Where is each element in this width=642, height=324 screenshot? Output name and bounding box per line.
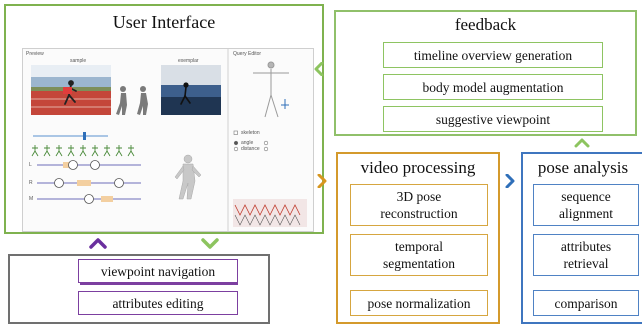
feedback-item-body-model: body model augmentation [383,74,603,100]
chevron-right-icon [505,174,515,188]
option-skeleton[interactable]: skeleton [241,130,260,136]
ghost-figures [116,86,148,115]
app-screenshot: Preview sample exemplar Query Editor [22,48,314,232]
feedback-item-viewpoint: suggestive viewpoint [383,106,603,132]
screenshot-graphics [31,49,307,231]
query-options [233,130,269,152]
user-interface-panel: User Interface Preview sample exemplar Q… [4,4,324,234]
pose-item-alignment: sequence alignment [533,184,639,226]
video-processing-panel: video processing 3D pose reconstruction … [336,152,500,324]
pose-analysis-title: pose analysis [537,158,629,177]
body-model-3d [174,154,202,200]
skeleton-heatmap [233,199,307,227]
chevron-left-icon [314,62,324,76]
user-interface-title: User Interface [112,12,216,32]
feedback-item-timeline: timeline overview generation [383,42,603,68]
sample-video-frame [31,65,111,115]
interaction-item-attributes-editing: attributes editing [78,291,238,315]
pose-item-retrieval: attributes retrieval [533,234,639,276]
query-skeleton [253,61,289,118]
chevron-down-icon [201,238,219,249]
query-editor-label: Query Editor [233,51,262,57]
timeline-tracks [37,160,141,204]
track-label-l: L [29,162,32,168]
interaction-item-viewpoint-navigation: viewpoint navigation [78,259,238,283]
feedback-title: feedback [454,15,517,34]
feedback-panel: feedback timeline overview generation bo… [334,10,637,136]
video-item-normalization: pose normalization [350,290,488,316]
chevron-up-icon [574,138,590,148]
chevron-up-icon [89,238,107,249]
pose-analysis-panel: pose analysis sequence alignment attribu… [521,152,642,324]
sample-label: sample [70,58,87,64]
skeleton-sequence [31,145,135,157]
track-label-r: R [29,180,33,186]
exemplar-label: exemplar [178,58,199,64]
option-distance[interactable]: distance [241,146,260,152]
video-item-3d-pose: 3D pose reconstruction [350,184,488,226]
exemplar-video-frame [161,65,221,115]
track-label-m: M [29,196,34,202]
video-processing-title: video processing [360,158,476,177]
video-item-temporal: temporal segmentation [350,234,488,276]
chevron-right-icon [317,174,327,188]
preview-label: Preview [26,51,44,57]
option-angle[interactable]: angle [241,140,254,146]
pose-item-comparison: comparison [533,290,639,316]
